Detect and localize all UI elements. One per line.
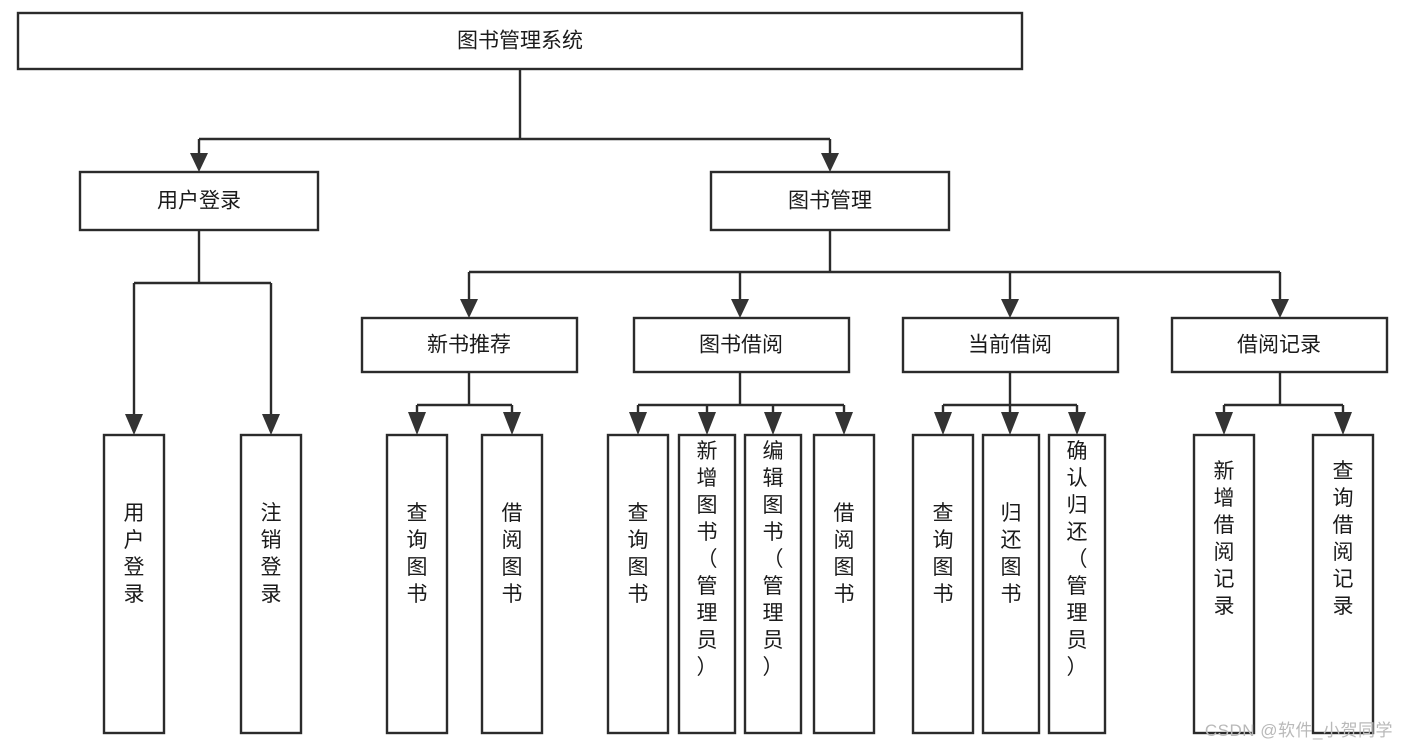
leaf-add-book-admin-box[interactable] (677, 433, 737, 735)
leaf-borrow-book[interactable]: 借阅图书 (812, 433, 876, 735)
leaf-add-borrow-record[interactable]: 新增借阅记录 (1192, 433, 1256, 735)
node-book-management-box[interactable] (709, 170, 951, 232)
leaf-return-book[interactable]: 归还图书 (981, 433, 1041, 735)
leaf-user-login-label: 用户登录 (124, 502, 145, 606)
leaf-borrow-book-recommend-box[interactable] (480, 433, 544, 735)
leaf-query-book-current-label: 查询图书 (933, 502, 954, 606)
arrowhead-book-management (821, 153, 839, 172)
node-book-borrow-label: 图书借阅 (699, 334, 783, 357)
arrowhead-leaf-query-book-recommend (408, 412, 426, 435)
leaf-add-borrow-record-box[interactable] (1192, 433, 1256, 735)
leaf-add-borrow-record-label: 新增借阅记录 (1214, 460, 1235, 618)
arrowhead-leaf-user-login (125, 414, 143, 435)
leaf-borrow-book-label: 借阅图书 (834, 502, 855, 606)
leaf-query-book-borrow[interactable]: 查询图书 (606, 433, 670, 735)
leaf-query-borrow-record[interactable]: 查询借阅记录 (1311, 433, 1375, 735)
arrowhead-leaf-edit-book-admin (764, 412, 782, 435)
node-book-borrow[interactable]: 图书借阅 (632, 316, 851, 374)
arrowhead-leaf-borrow-book-recommend (503, 412, 521, 435)
arrowhead-leaf-add-borrow-record (1215, 412, 1233, 435)
node-user-login-box[interactable] (78, 170, 320, 232)
node-current-borrow[interactable]: 当前借阅 (901, 316, 1120, 374)
arrowhead-new-book-recommend (460, 299, 478, 318)
leaf-query-book-current-box[interactable] (911, 433, 975, 735)
node-current-borrow-box[interactable] (901, 316, 1120, 374)
arrowhead-borrow-record (1271, 299, 1289, 318)
leaf-add-book-admin[interactable]: 新增图书（管理员） (677, 433, 737, 735)
arrowhead-leaf-query-book-current (934, 412, 952, 435)
node-new-book-recommend-label: 新书推荐 (427, 334, 511, 357)
arrowhead-leaf-user-logout (262, 414, 280, 435)
leaf-confirm-return-admin[interactable]: 确认归还（管理员） (1047, 433, 1107, 735)
arrowhead-leaf-return-book (1001, 412, 1019, 435)
leaf-query-borrow-record-box[interactable] (1311, 433, 1375, 735)
arrowhead-user-login (190, 153, 208, 172)
leaf-query-borrow-record-label: 查询借阅记录 (1333, 460, 1354, 618)
arrowhead-leaf-add-book-admin (698, 412, 716, 435)
leaf-edit-book-admin[interactable]: 编辑图书（管理员） (743, 433, 803, 735)
arrowhead-leaf-borrow-book (835, 412, 853, 435)
leaf-add-book-admin-label: 新增图书（管理员） (697, 440, 718, 679)
arrowhead-book-borrow (731, 299, 749, 318)
node-book-management-label: 图书管理 (788, 190, 872, 213)
node-borrow-record-box[interactable] (1170, 316, 1389, 374)
node-user-login[interactable]: 用户登录 (78, 170, 320, 232)
leaf-edit-book-admin-box[interactable] (743, 433, 803, 735)
node-new-book-recommend-box[interactable] (360, 316, 579, 374)
leaf-return-book-label: 归还图书 (1001, 502, 1022, 606)
edge-layer (125, 69, 1352, 435)
leaf-edit-book-admin-label: 编辑图书（管理员） (763, 440, 784, 679)
leaf-borrow-book-recommend[interactable]: 借阅图书 (480, 433, 544, 735)
leaf-query-book-borrow-label: 查询图书 (628, 502, 649, 606)
node-root-box[interactable] (16, 11, 1024, 71)
node-borrow-record[interactable]: 借阅记录 (1170, 316, 1389, 374)
leaf-user-login-box[interactable] (102, 433, 166, 735)
node-root-label: 图书管理系统 (457, 30, 583, 53)
node-root[interactable]: 图书管理系统 (16, 11, 1024, 71)
leaf-user-logout-label: 注销登录 (261, 502, 282, 606)
node-book-borrow-box[interactable] (632, 316, 851, 374)
leaf-return-book-box[interactable] (981, 433, 1041, 735)
leaf-borrow-book-recommend-label: 借阅图书 (502, 502, 523, 606)
arrowhead-leaf-query-borrow-record (1334, 412, 1352, 435)
leaf-user-logout[interactable]: 注销登录 (239, 433, 303, 735)
leaf-query-book-recommend[interactable]: 查询图书 (385, 433, 449, 735)
leaf-query-book-recommend-label: 查询图书 (407, 502, 428, 606)
leaf-confirm-return-admin-box[interactable] (1047, 433, 1107, 735)
node-current-borrow-label: 当前借阅 (968, 334, 1052, 357)
leaf-user-logout-box[interactable] (239, 433, 303, 735)
node-borrow-record-label: 借阅记录 (1237, 334, 1321, 357)
arrowhead-current-borrow (1001, 299, 1019, 318)
arrowhead-leaf-confirm-return-admin (1068, 412, 1086, 435)
arrowhead-leaf-query-book-borrow (629, 412, 647, 435)
node-book-management[interactable]: 图书管理 (709, 170, 951, 232)
leaf-confirm-return-admin-label: 确认归还（管理员） (1067, 440, 1088, 679)
leaf-query-book-recommend-box[interactable] (385, 433, 449, 735)
node-user-login-label: 用户登录 (157, 190, 241, 213)
node-new-book-recommend[interactable]: 新书推荐 (360, 316, 579, 374)
leaf-user-login[interactable]: 用户登录 (102, 433, 166, 735)
leaf-query-book-current[interactable]: 查询图书 (911, 433, 975, 735)
leaf-query-book-borrow-box[interactable] (606, 433, 670, 735)
leaf-borrow-book-box[interactable] (812, 433, 876, 735)
